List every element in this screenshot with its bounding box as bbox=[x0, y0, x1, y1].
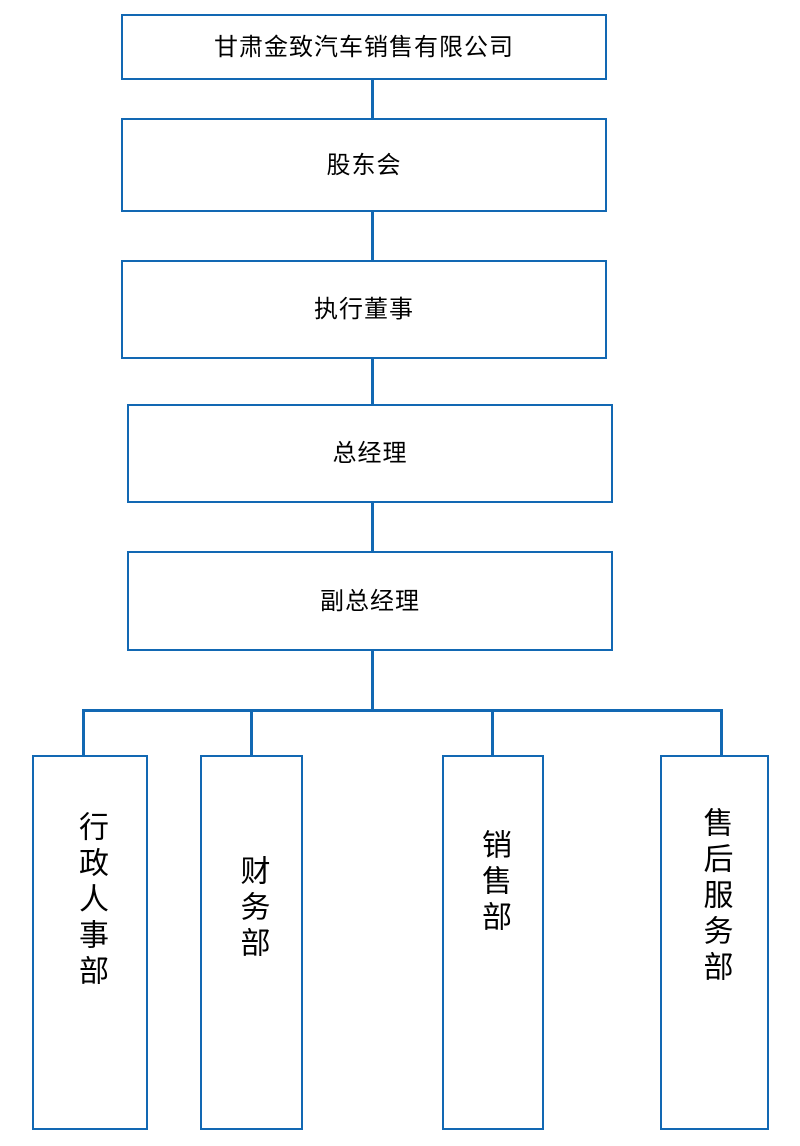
node-company[interactable]: 甘肃金致汽车销售有限公司 bbox=[121, 14, 607, 80]
node-shareholders-meeting[interactable]: 股东会 bbox=[121, 118, 607, 212]
connector-bus-to-after-sales bbox=[720, 709, 723, 757]
node-department-admin-hr-label: 行政人事部 bbox=[73, 811, 108, 991]
connector-general-manager-to-deputy bbox=[371, 501, 374, 552]
node-executive-director[interactable]: 执行董事 bbox=[121, 260, 607, 359]
connector-executive-director-to-general-manager bbox=[371, 357, 374, 405]
node-department-finance-label: 财务部 bbox=[234, 855, 270, 963]
connector-bus-to-finance bbox=[250, 709, 253, 757]
connector-bus-to-sales bbox=[491, 709, 494, 757]
connector-deputy-to-department-bus bbox=[371, 649, 374, 711]
node-department-sales[interactable]: 销售部 bbox=[442, 755, 544, 1130]
connector-department-bus bbox=[82, 709, 723, 712]
node-deputy-general-manager-label: 副总经理 bbox=[320, 586, 420, 615]
connector-bus-to-admin-hr bbox=[82, 709, 85, 757]
connector-shareholders-to-executive-director bbox=[371, 210, 374, 261]
node-department-finance[interactable]: 财务部 bbox=[200, 755, 303, 1130]
node-department-admin-hr[interactable]: 行政人事部 bbox=[32, 755, 148, 1130]
node-department-after-sales[interactable]: 售后服务部 bbox=[660, 755, 769, 1130]
node-general-manager[interactable]: 总经理 bbox=[127, 404, 613, 503]
node-department-sales-label: 销售部 bbox=[476, 829, 511, 937]
node-company-label: 甘肃金致汽车销售有限公司 bbox=[214, 32, 514, 61]
node-shareholders-meeting-label: 股东会 bbox=[326, 150, 402, 179]
node-department-after-sales-label: 售后服务部 bbox=[697, 807, 733, 987]
node-executive-director-label: 执行董事 bbox=[314, 295, 414, 324]
connector-company-to-shareholders bbox=[371, 79, 374, 119]
node-general-manager-label: 总经理 bbox=[332, 439, 408, 468]
node-deputy-general-manager[interactable]: 副总经理 bbox=[127, 551, 613, 651]
